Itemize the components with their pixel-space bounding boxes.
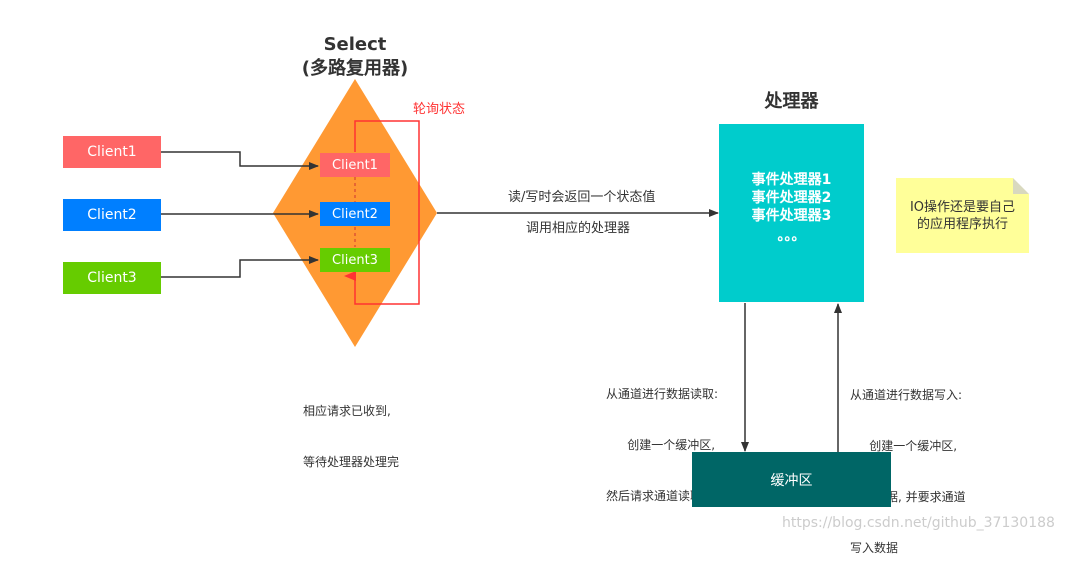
- handler-line-ellipsis: 。。。: [777, 228, 806, 244]
- buffer-box: 缓冲区: [692, 452, 891, 507]
- select-caption-line1: 相应请求已收到,: [303, 404, 391, 418]
- arrow-label-top: 读/写时会返回一个状态值: [508, 190, 656, 205]
- handler-line-2: 事件处理器2: [751, 190, 832, 206]
- select-caption-line2: 等待处理器处理完: [303, 455, 400, 469]
- read-label-line2: 创建一个缓冲区,: [612, 438, 716, 452]
- note-box: IO操作还是要自己 的应用程序执行: [896, 178, 1029, 253]
- note-line1: IO操作还是要自己: [909, 199, 1016, 215]
- select-title: Select (多路复用器): [275, 33, 435, 81]
- inner-client2-box: Client2: [320, 202, 390, 226]
- polling-label: 轮询状态: [413, 102, 466, 117]
- inner-client3-box: Client3: [320, 248, 390, 272]
- client2-box: Client2: [63, 199, 161, 231]
- handler-box: 事件处理器1 事件处理器2 事件处理器3 。。。: [719, 124, 864, 302]
- select-caption: 相应请求已收到, 等待处理器处理完: [303, 369, 399, 488]
- arrow-label-bottom: 调用相应的处理器: [526, 221, 631, 236]
- note-line2: 的应用程序执行: [916, 216, 1008, 232]
- client3-box: Client3: [63, 262, 161, 294]
- polling-loop: [344, 120, 420, 305]
- handler-line-3: 事件处理器3: [751, 208, 832, 224]
- client1-connector: [161, 151, 319, 170]
- select-title-line1: Select: [323, 34, 387, 55]
- select-title-line2: (多路复用器): [301, 58, 409, 79]
- handler-title: 处理器: [764, 91, 819, 112]
- inner-client1-box: Client1: [320, 153, 390, 177]
- note-fold-corner: [1013, 178, 1029, 194]
- client1-box: Client1: [63, 136, 161, 168]
- read-label-line1: 从通道进行数据读取:: [606, 387, 719, 401]
- write-label-line2: 创建一个缓冲区,: [854, 439, 958, 453]
- write-label-line1: 从通道进行数据写入:: [850, 388, 963, 402]
- client3-connector: [161, 256, 319, 278]
- handler-line-1: 事件处理器1: [751, 172, 832, 188]
- watermark: https://blog.csdn.net/github_37130188: [782, 515, 1055, 531]
